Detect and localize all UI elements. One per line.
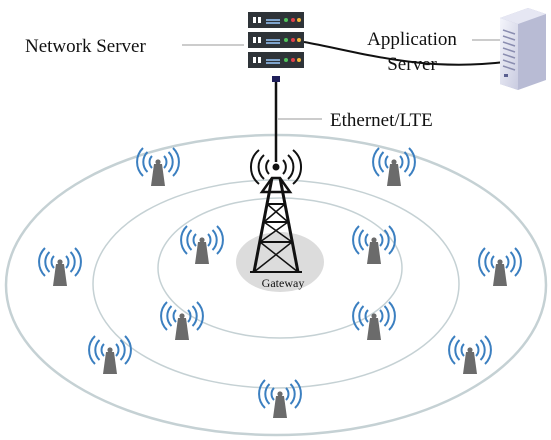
application-server-label-line2: Server bbox=[387, 54, 437, 75]
gateway-label: Gateway bbox=[262, 276, 305, 290]
end-device-node-5 bbox=[38, 247, 82, 287]
end-device-node-6 bbox=[478, 247, 522, 287]
gateway-tower-icon bbox=[249, 149, 303, 273]
backhaul-connector bbox=[272, 76, 280, 82]
server-link-cable bbox=[303, 41, 506, 66]
coverage-ring-inner bbox=[157, 197, 403, 339]
backhaul-label: Ethernet/LTE bbox=[330, 110, 433, 131]
end-device-node-3 bbox=[180, 225, 224, 265]
end-device-node-10 bbox=[448, 335, 492, 375]
application-server-icon bbox=[500, 8, 546, 90]
application-server-label-line1: Application bbox=[367, 29, 457, 50]
end-device-node-8 bbox=[352, 301, 396, 341]
network-server-label: Network Server bbox=[25, 36, 146, 57]
end-device-node-7 bbox=[160, 301, 204, 341]
network-server-icon bbox=[248, 12, 304, 68]
end-device-node-11 bbox=[258, 379, 302, 419]
coverage-ring-middle bbox=[92, 179, 460, 389]
end-device-node-4 bbox=[352, 225, 396, 265]
